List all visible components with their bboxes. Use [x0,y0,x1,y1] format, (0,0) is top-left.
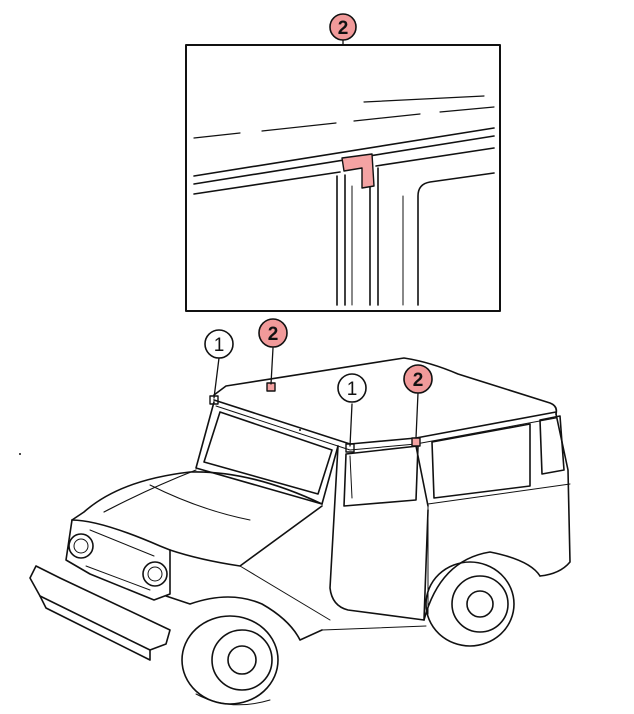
callout-roof-clip-left: 2 [258,318,288,348]
callout-gutter-clip-left-number: 1 [214,335,225,356]
callout-inset-number: 2 [338,18,349,39]
roof-clip-right-marker [411,437,421,447]
callout-gutter-clip-center-number: 1 [347,379,358,400]
callout-roof-clip-right: 2 [403,364,433,394]
vehicle-clip-markers [209,382,421,453]
callout-roof-clip-right-number: 2 [413,370,424,391]
callout-gutter-clip-left: 1 [204,329,234,359]
inset-frame [185,44,501,312]
callout-roof-clip-left-number: 2 [268,324,279,345]
callout-inset-badge: 2 [329,13,357,41]
inset-detail-view [185,44,501,312]
vehicle-body [19,357,571,706]
inset-clip-part [341,153,375,189]
leader-lines [213,39,419,447]
callout-gutter-clip-center: 1 [337,373,367,403]
